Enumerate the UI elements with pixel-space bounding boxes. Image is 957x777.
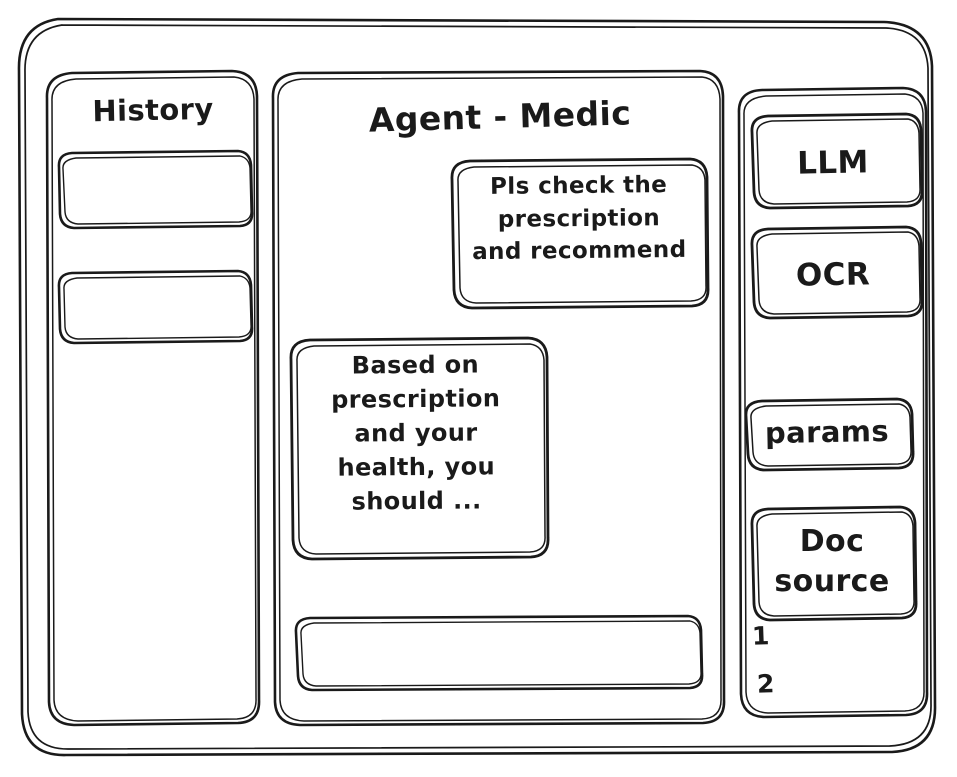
user-message-bubble[interactable] [452, 159, 708, 308]
tool-button-doc-source[interactable] [752, 507, 916, 620]
history-item[interactable] [59, 152, 252, 228]
doc-source-list-item[interactable]: 2 [756, 669, 776, 699]
doc-source-list-item[interactable]: 1 [751, 621, 771, 651]
composer-input[interactable] [296, 616, 702, 690]
tool-button-doc-source-label: Doc source [774, 524, 890, 599]
tool-button-ocr[interactable] [752, 227, 922, 318]
tool-button-llm[interactable] [752, 114, 922, 208]
history-panel-title: History [92, 91, 214, 129]
history-item[interactable] [59, 272, 252, 342]
tool-button-params[interactable] [746, 399, 913, 470]
page-title: Agent - Medic [368, 93, 632, 140]
agent-message-bubble[interactable] [291, 338, 549, 559]
